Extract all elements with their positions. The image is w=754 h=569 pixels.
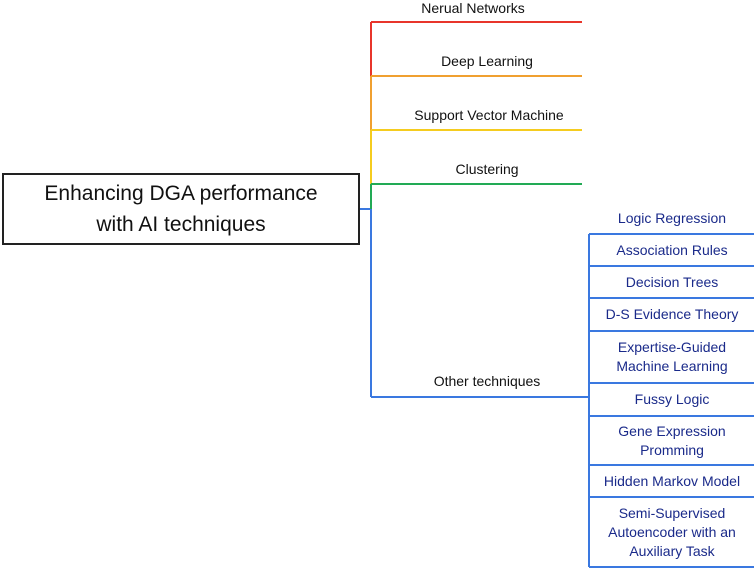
- leaf-technique-6: Fussy Logic: [634, 391, 710, 407]
- leaf-technique-4: D-S Evidence Theory: [605, 306, 739, 322]
- root-title: Enhancing DGA performance with AI techni…: [44, 182, 318, 236]
- root-node: Enhancing DGA performance with AI techni…: [2, 173, 360, 245]
- branch-label-other-techniques: Other techniques: [433, 373, 541, 389]
- leaf-lines: [588, 233, 754, 568]
- leaf-technique-8: Hidden Markov Model: [603, 472, 741, 489]
- branch-label-deep-learning: Deep Learning: [441, 53, 533, 69]
- leaf-technique-9: Semi-Supervised Autoencoder with an Auxi…: [608, 504, 736, 559]
- branch-label-neural-networks: Nerual Networks: [421, 0, 525, 16]
- leaf-technique-5: Expertise-Guided Machine Learning: [616, 339, 728, 374]
- leaf-technique-2: Association Rules: [616, 241, 728, 258]
- leaf-technique-1: Logic Regression: [617, 210, 727, 226]
- leaf-technique-7: Gene Expression Promming: [618, 422, 726, 458]
- branch-label-svm: Support Vector Machine: [414, 107, 564, 123]
- leaf-technique-3: Decision Trees: [625, 273, 719, 290]
- branch-label-clustering: Clustering: [455, 161, 519, 177]
